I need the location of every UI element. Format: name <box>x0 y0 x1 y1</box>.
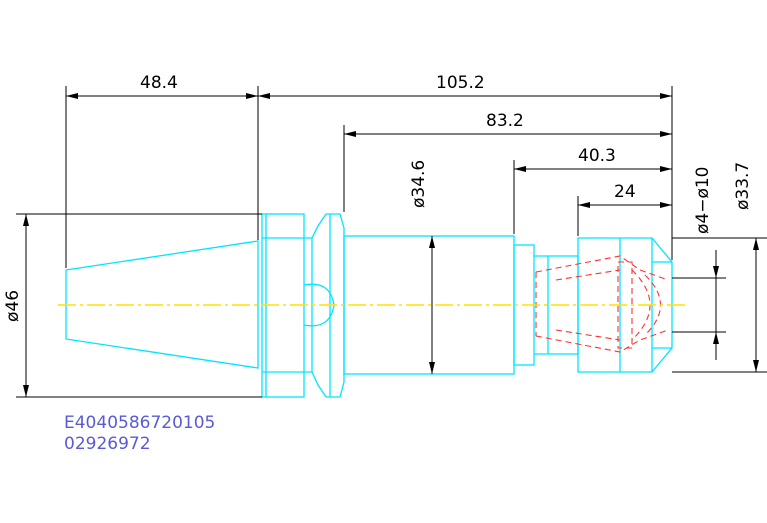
part-code-line1: E4040586720105 <box>64 413 215 433</box>
part-code-line2: 02926972 <box>64 434 151 454</box>
dim-nut-diameter: ø33.7 <box>733 162 753 210</box>
collet-hidden-lines <box>535 255 669 353</box>
dim-nut-length: 24 <box>614 182 636 202</box>
dim-flange-diameter: ø46 <box>3 290 23 322</box>
taper-shank <box>65 240 259 369</box>
dim-collet-range: ø4−ø10 <box>693 167 713 235</box>
dim-body-to-tip: 40.3 <box>578 146 616 166</box>
dim-taper-length: 48.4 <box>140 73 178 93</box>
dim-body-diameter: ø34.6 <box>409 160 429 208</box>
dim-flange-to-tip: 83.2 <box>486 111 524 131</box>
dimension-lines <box>16 86 767 398</box>
dim-overall-length: 105.2 <box>436 73 485 93</box>
